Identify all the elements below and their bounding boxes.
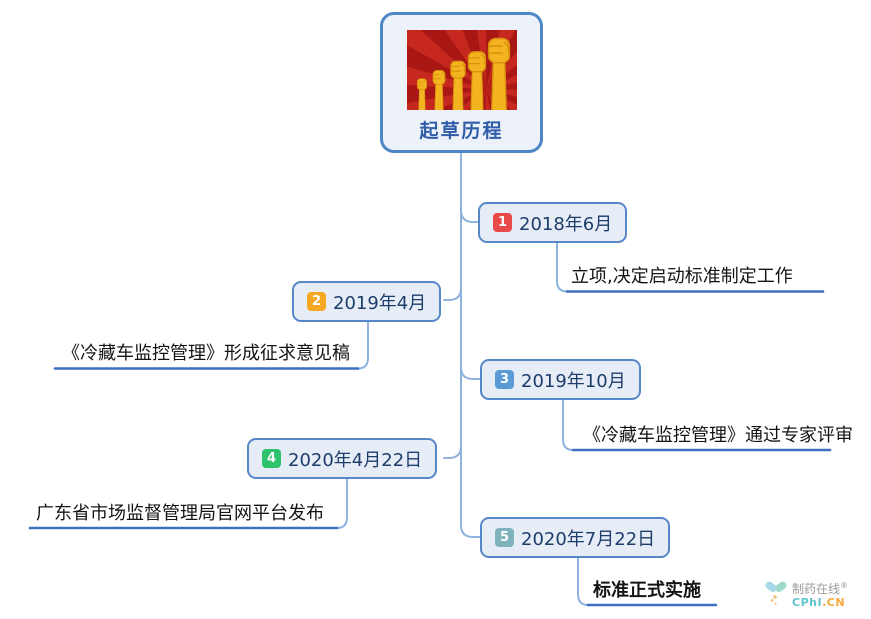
timeline-node-3[interactable]: 3 2019年10月	[480, 359, 641, 400]
timeline-description-2[interactable]: 《冷藏车监控管理》形成征求意见稿	[62, 343, 350, 364]
priority-badge-4: 4	[262, 449, 281, 468]
watermark-brand-text: 制药在线®	[792, 581, 849, 596]
priority-badge-2: 2	[307, 292, 326, 311]
timeline-date-label: 2020年7月22日	[521, 528, 656, 550]
timeline-node-1[interactable]: 1 2018年6月	[478, 202, 628, 243]
timeline-description-3[interactable]: 《冷藏车监控管理》通过专家评审	[583, 425, 853, 446]
cphi-logo-icon	[765, 581, 787, 605]
timeline-node-5[interactable]: 5 2020年7月22日	[480, 517, 671, 558]
timeline-date-label: 2019年4月	[333, 292, 427, 314]
priority-badge-1: 1	[493, 213, 512, 232]
cphi-watermark: 制药在线® CPhI.CN	[764, 581, 848, 609]
timeline-date-label: 2020年4月22日	[288, 449, 423, 471]
timeline-description-5[interactable]: 标准正式实施	[593, 580, 701, 601]
root-topic[interactable]: 起草历程	[380, 12, 543, 153]
priority-badge-3: 3	[495, 370, 514, 389]
timeline-description-4[interactable]: 广东省市场监督管理局官网平台发布	[36, 503, 324, 524]
timeline-node-4[interactable]: 4 2020年4月22日	[247, 438, 438, 479]
timeline-description-1[interactable]: 立项,决定启动标准制定工作	[571, 266, 793, 287]
timeline-date-label: 2019年10月	[521, 370, 626, 392]
watermark-site-text: CPhI.CN	[792, 595, 846, 609]
raised-fists-image	[406, 30, 517, 110]
timeline-node-2[interactable]: 2 2019年4月	[292, 281, 442, 322]
priority-badge-5: 5	[495, 528, 514, 547]
timeline-date-label: 2018年6月	[519, 213, 613, 235]
root-topic-label: 起草历程	[419, 120, 504, 142]
